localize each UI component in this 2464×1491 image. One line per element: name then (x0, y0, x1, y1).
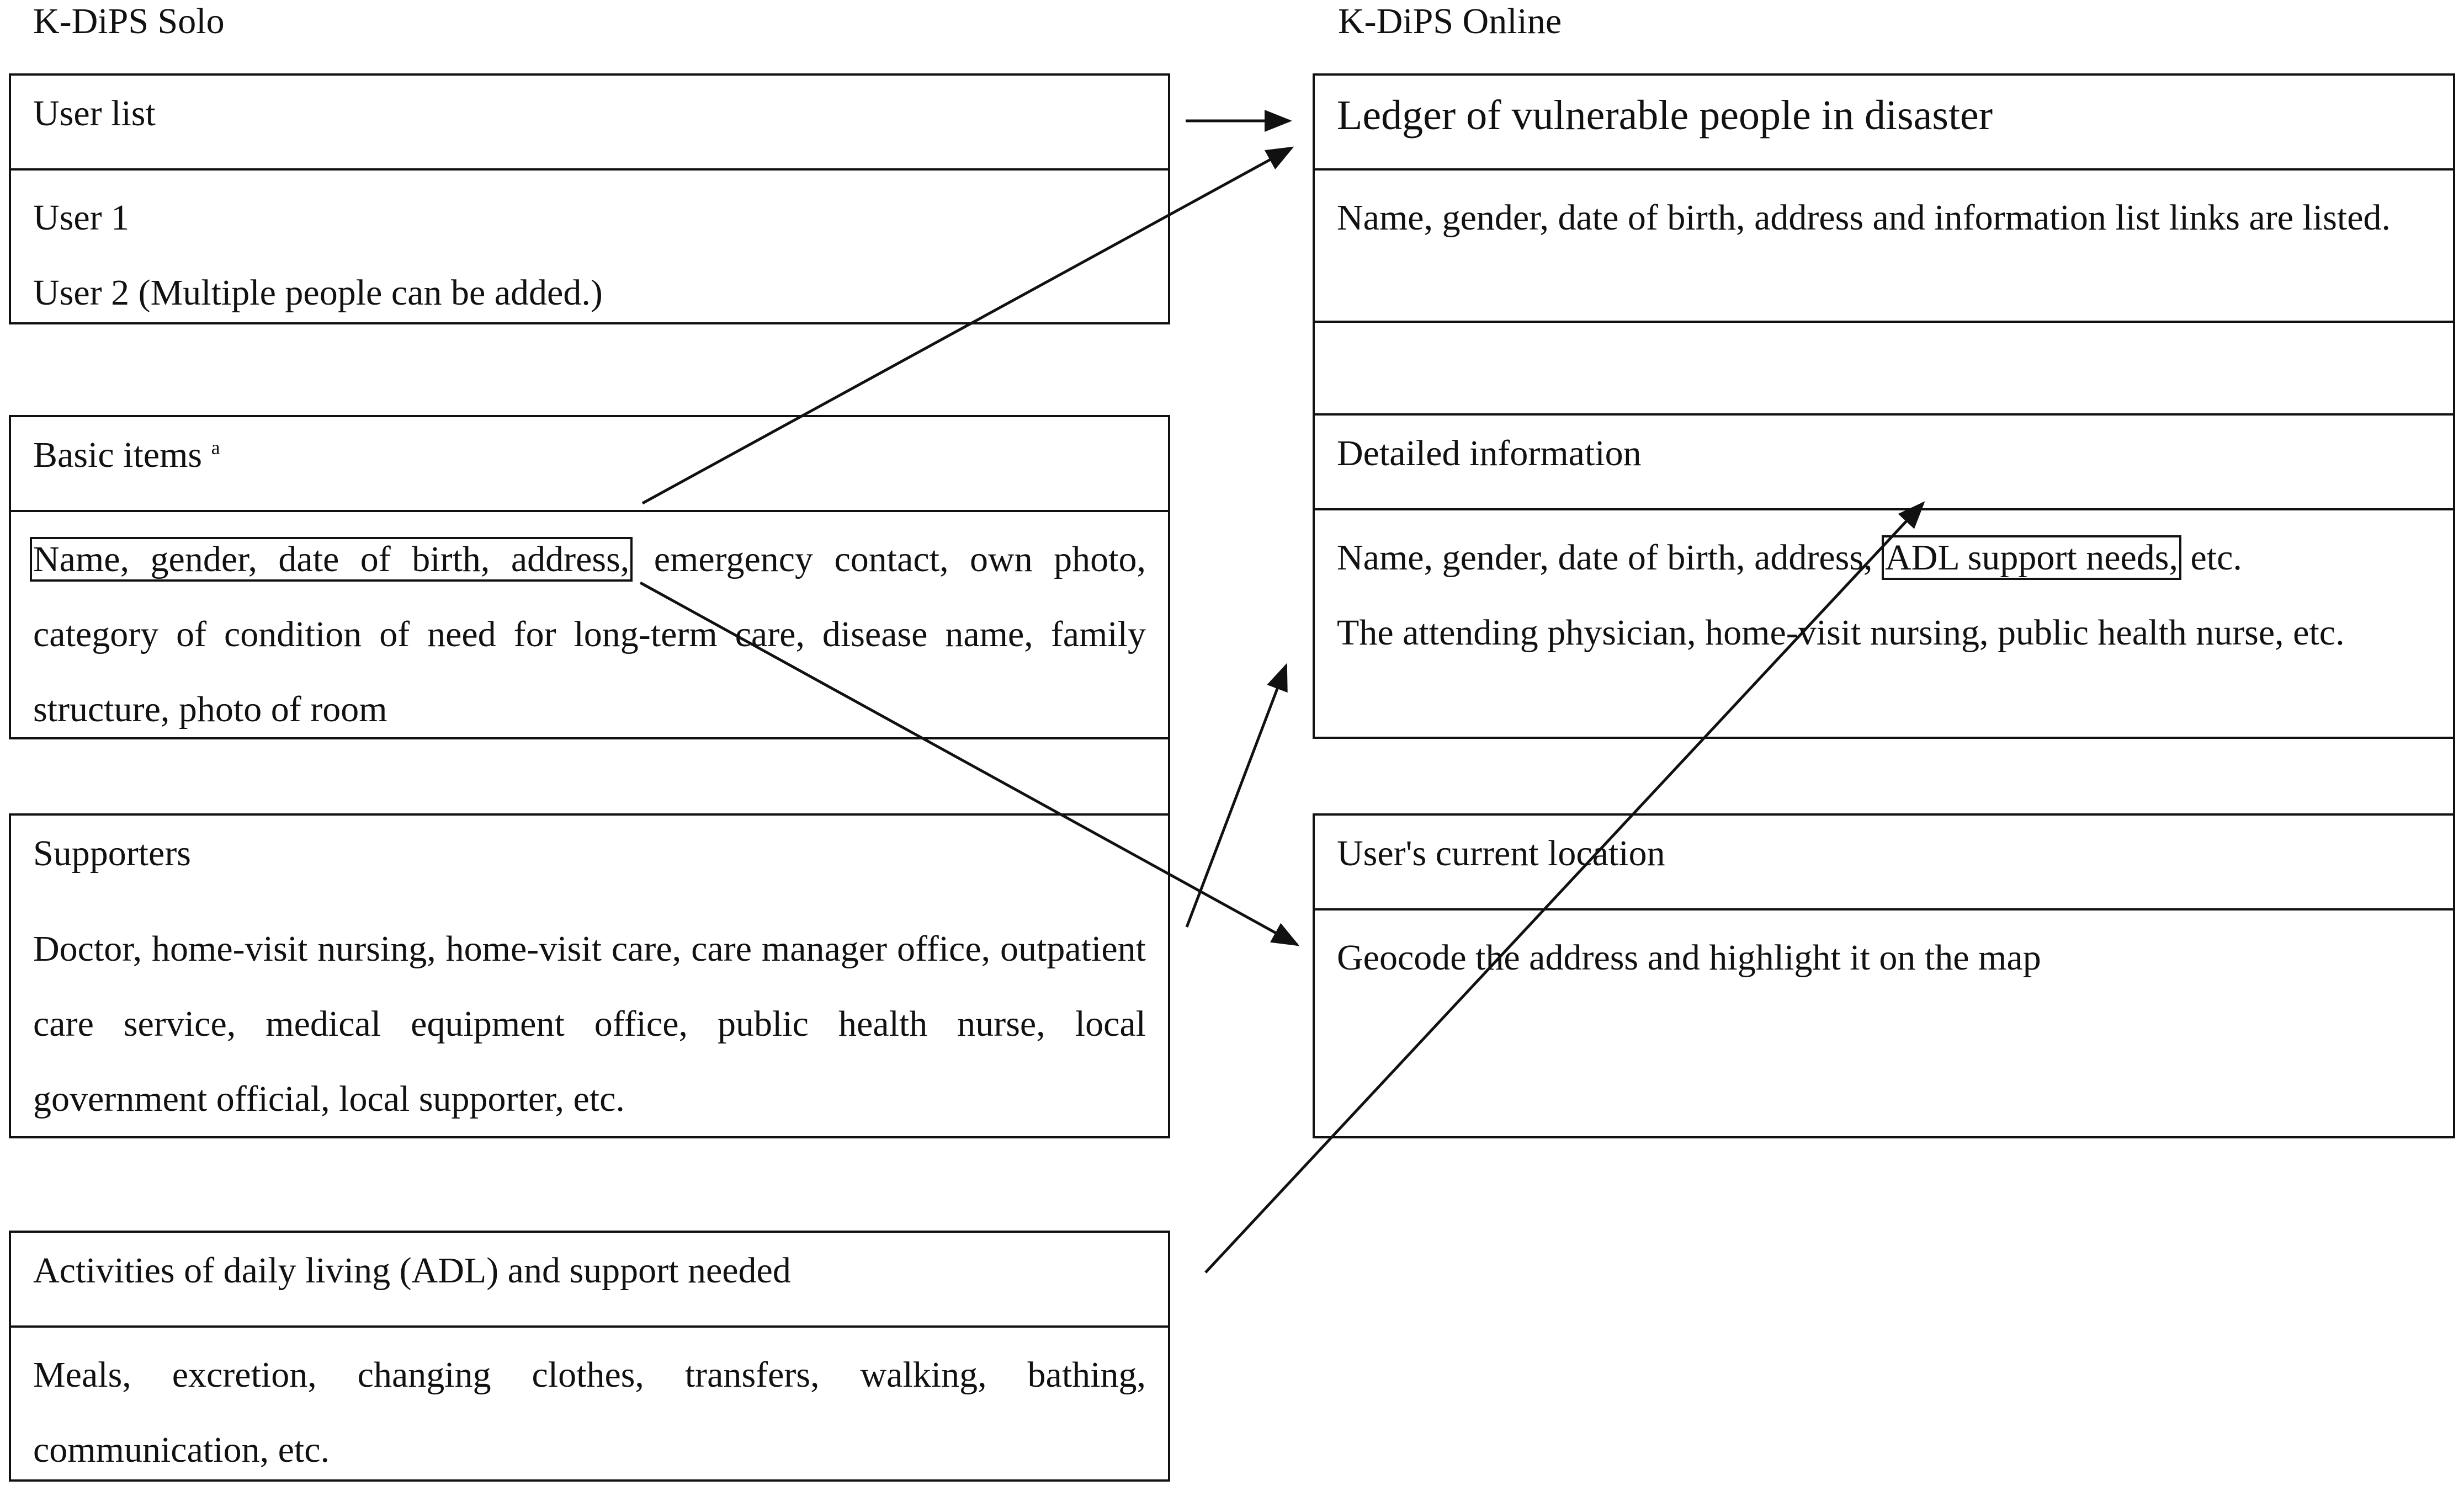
ledger-header: Ledger of vulnerable people in disaster (1337, 92, 1993, 139)
basic-items-header: Basic items a (33, 437, 220, 473)
user-list-item: User 1 (33, 198, 130, 238)
connector-line (1168, 737, 1170, 816)
adl-body: Meals, excretion, changing clothes, tran… (33, 1355, 1146, 1470)
basic-items-body: Name, gender, date of birth, address, em… (30, 522, 1146, 747)
arrow-supporters-to-detailed (1185, 663, 1288, 928)
connector-line (2453, 737, 2455, 816)
user-list-item: User 2 (Multiple people can be added.) (33, 273, 603, 313)
online-title: K-DiPS Online (1338, 1, 1562, 41)
user-list-header: User list (33, 93, 156, 134)
basic-items-box: Basic items a Name, gender, date of birt… (9, 415, 1170, 739)
ledger-body: Name, gender, date of birth, address and… (1337, 198, 2391, 238)
detailed-text-line2: The attending physician, home-visit nurs… (1337, 613, 2345, 653)
basic-items-highlight: Name, gender, date of birth, address, (30, 537, 633, 582)
detailed-highlight: ADL support needs, (1882, 535, 2181, 580)
detailed-text-post: etc. (2181, 537, 2242, 578)
adl-box: Activities of daily living (ADL) and sup… (9, 1231, 1170, 1482)
footnote-marker: a (211, 436, 220, 459)
location-header: User's current location (1337, 833, 1665, 874)
location-box: User's current location Geocode the addr… (1313, 813, 2455, 1138)
adl-header: Activities of daily living (ADL) and sup… (33, 1250, 791, 1291)
location-body: Geocode the address and highlight it on … (1337, 938, 2041, 978)
solo-title: K-DiPS Solo (33, 1, 225, 41)
supporters-box: Supporters Doctor, home-visit nursing, h… (9, 813, 1170, 1138)
supporters-body: Doctor, home-visit nursing, home-visit c… (33, 929, 1146, 1119)
supporters-header: Supporters (33, 833, 191, 874)
basic-items-header-text: Basic items (33, 435, 203, 475)
user-list-box: User list User 1 User 2 (Multiple people… (9, 73, 1170, 324)
detailed-header: Detailed information (1337, 433, 1642, 473)
detailed-body: Name, gender, date of birth, address, AD… (1337, 520, 2431, 670)
ledger-box: Ledger of vulnerable people in disaster … (1313, 73, 2455, 739)
detailed-text-pre: Name, gender, date of birth, address, (1337, 537, 1882, 578)
